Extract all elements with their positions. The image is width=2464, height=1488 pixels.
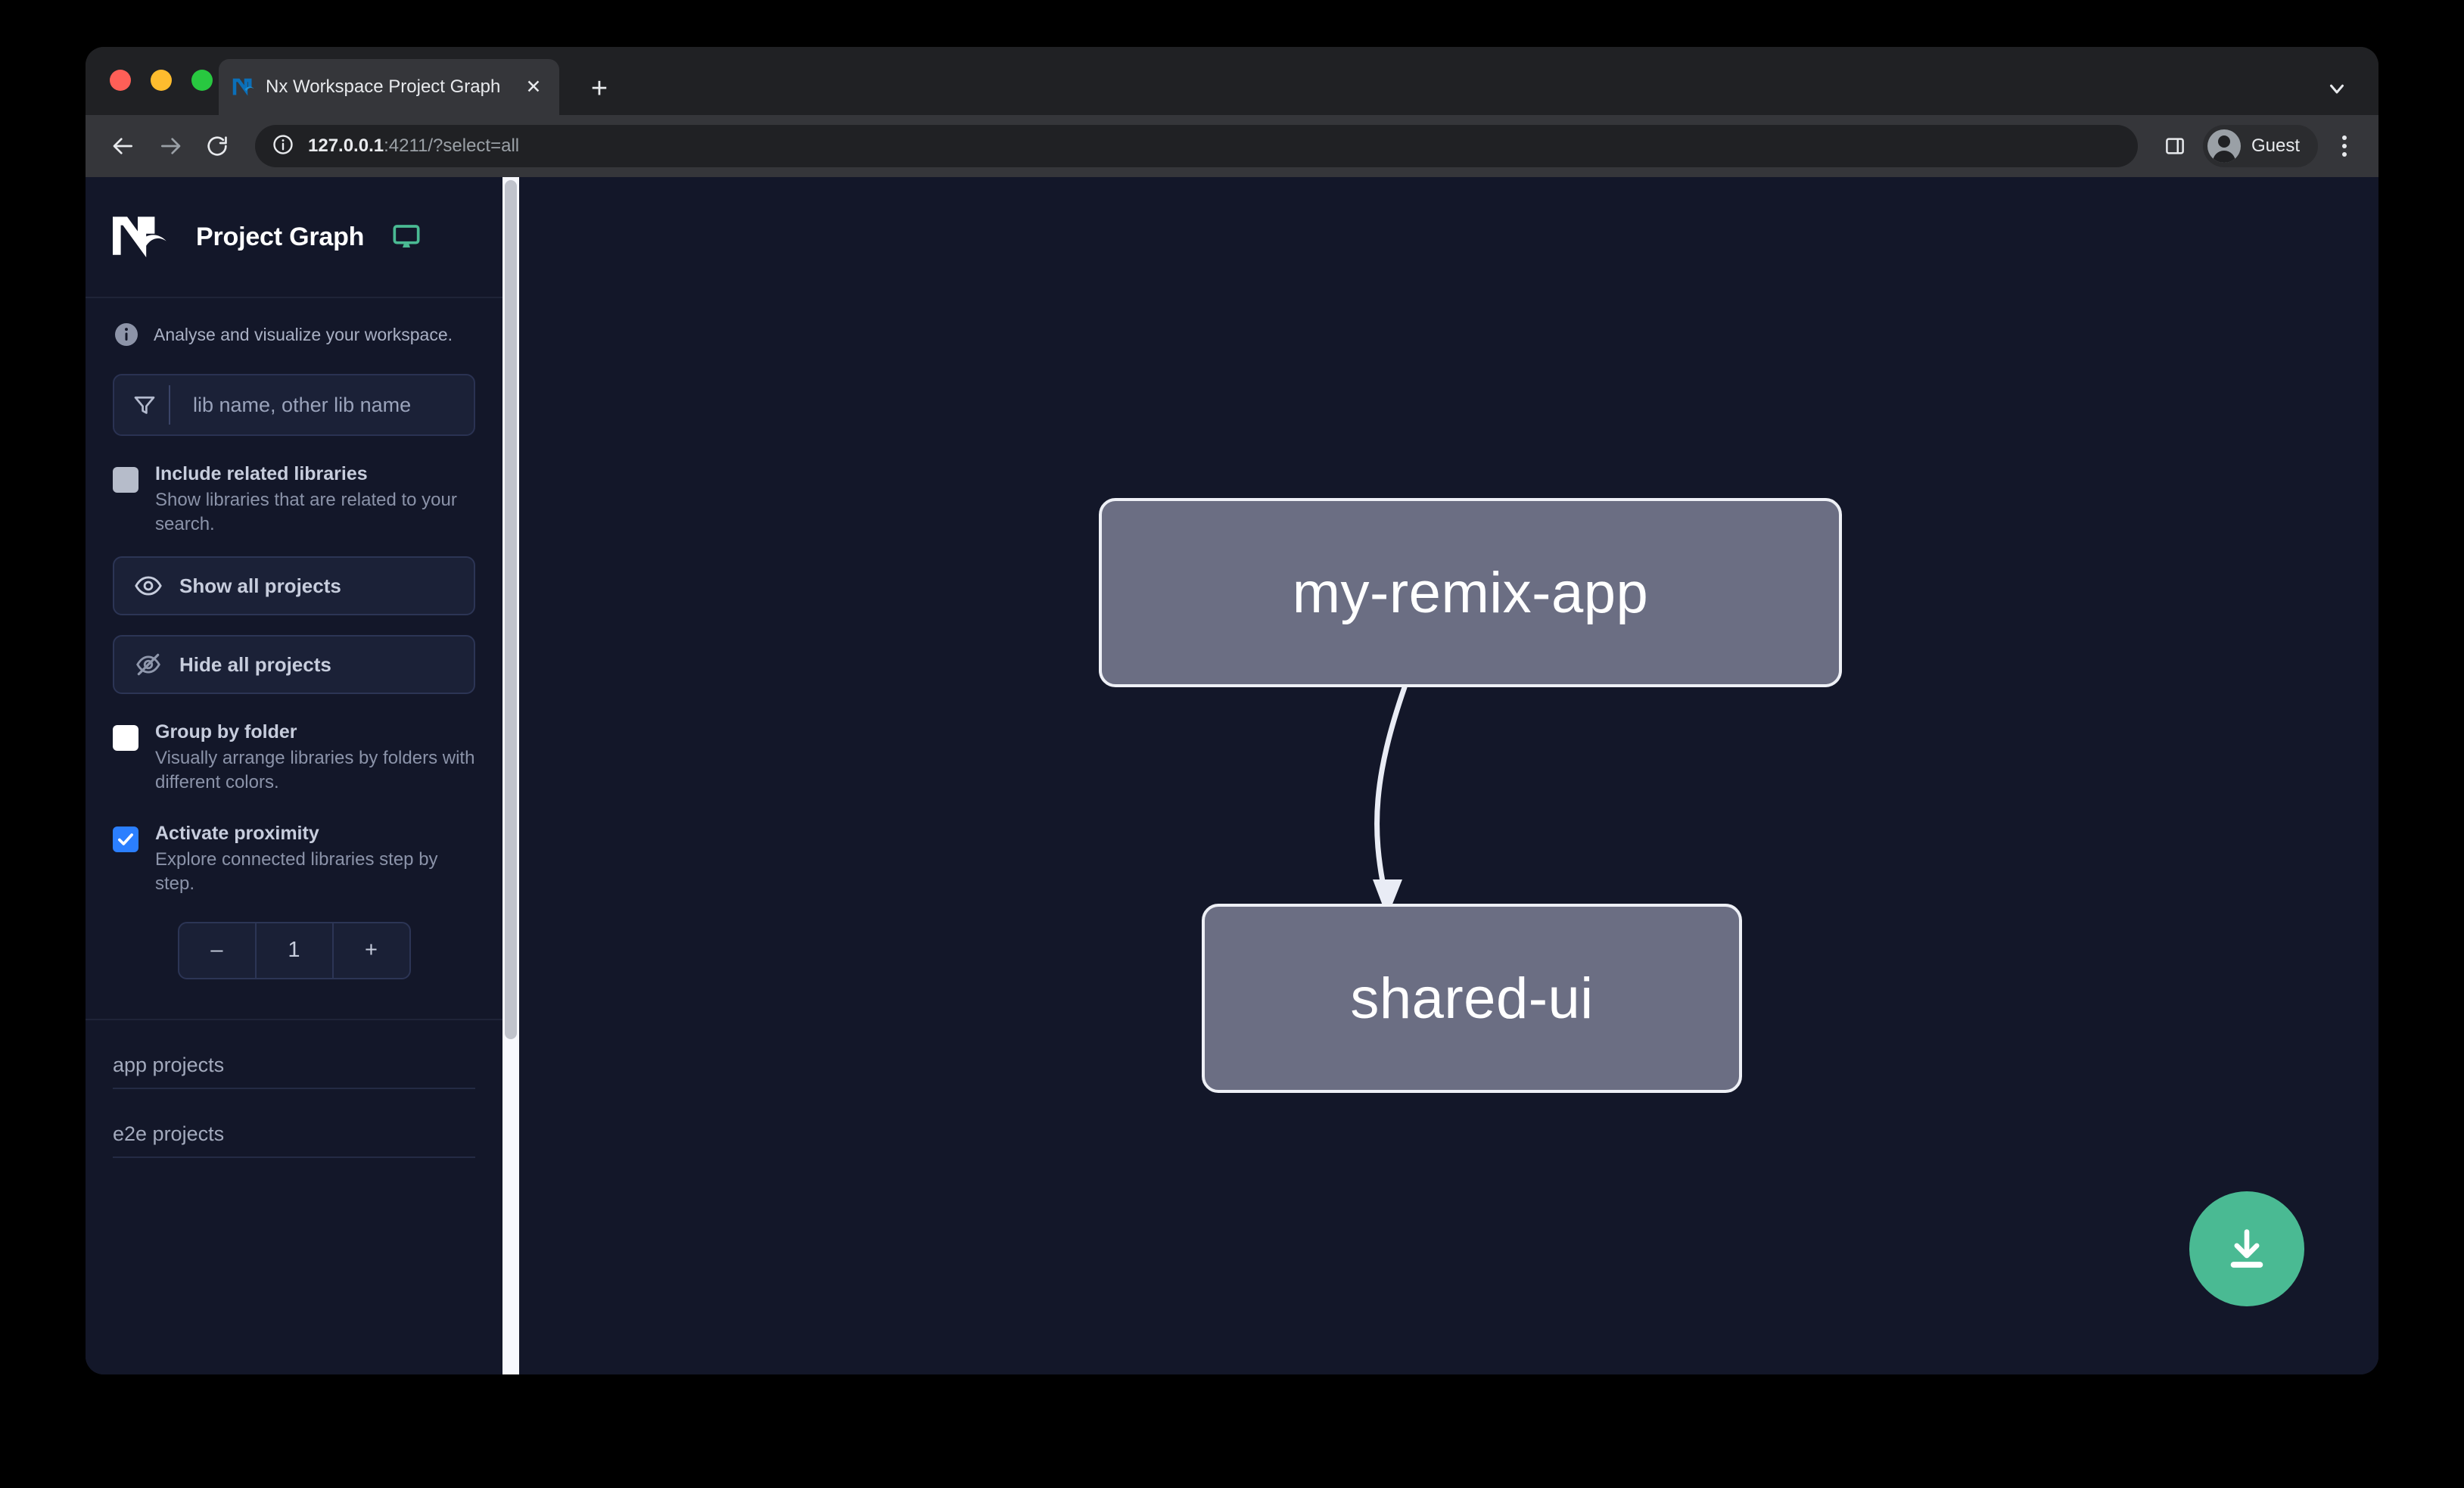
back-arrow-icon[interactable]	[102, 125, 145, 167]
option-label: Group by folder	[155, 721, 297, 743]
show-all-projects-label: Show all projects	[179, 574, 341, 597]
new-tab-button[interactable]: +	[590, 73, 608, 104]
proximity-value: 1	[254, 923, 334, 978]
graph-node-label: shared-ui	[1350, 966, 1594, 1031]
option-description: Explore connected libraries step by step…	[155, 848, 438, 894]
close-window-button[interactable]	[110, 70, 131, 91]
group-header-app-projects[interactable]: app projects	[113, 1020, 475, 1089]
graph-node-shared-ui[interactable]: shared-ui	[1202, 904, 1742, 1093]
reload-icon[interactable]	[196, 125, 238, 167]
show-all-projects-button[interactable]: Show all projects	[113, 556, 475, 616]
url-path: :4211/?select=all	[384, 135, 520, 156]
option-description: Show libraries that are related to your …	[155, 490, 457, 535]
hide-all-projects-button[interactable]: Hide all projects	[113, 635, 475, 695]
browser-window: Nx Workspace Project Graph ✕ +	[86, 47, 2378, 1374]
maximize-window-button[interactable]	[191, 70, 213, 91]
chevron-down-icon[interactable]	[2319, 71, 2354, 106]
filter-divider	[169, 385, 170, 425]
tab-strip: Nx Workspace Project Graph ✕ +	[86, 47, 2378, 115]
search-input-placeholder: lib name, other lib name	[193, 393, 412, 416]
include-related-libraries-checkbox[interactable]	[113, 467, 138, 493]
sidebar-controls: lib name, other lib name Include related…	[86, 348, 502, 979]
window-traffic-lights	[110, 70, 213, 91]
sidebar-scrollbar[interactable]	[502, 177, 519, 1374]
sidebar-note-text: Analyse and visualize your workspace.	[154, 324, 453, 344]
toolbar-right-actions: Guest	[2156, 125, 2362, 167]
graph-node-label: my-remix-app	[1292, 560, 1649, 625]
address-bar[interactable]: 127.0.0.1:4211/?select=all	[255, 125, 2138, 167]
hide-all-projects-label: Hide all projects	[179, 652, 331, 676]
option-activate-proximity[interactable]: Activate proximity Explore connected lib…	[113, 823, 475, 896]
info-circle-icon[interactable]	[272, 133, 294, 160]
option-label: Activate proximity	[155, 822, 319, 844]
option-label: Include related libraries	[155, 463, 368, 484]
proximity-decrement-button[interactable]: –	[210, 938, 223, 963]
page-content: Project Graph Analyse and visual	[86, 177, 2378, 1374]
proximity-stepper: – 1 +	[177, 921, 411, 979]
avatar-icon	[2207, 129, 2241, 163]
forward-arrow-icon[interactable]	[149, 125, 191, 167]
nx-logo-icon	[112, 216, 173, 258]
graph-node-my-remix-app[interactable]: my-remix-app	[1099, 498, 1842, 687]
browser-toolbar: 127.0.0.1:4211/?select=all Guest	[86, 115, 2378, 177]
kebab-menu-icon[interactable]	[2327, 125, 2362, 167]
eye-icon	[134, 571, 163, 600]
download-graph-button[interactable]	[2189, 1191, 2304, 1306]
option-description: Visually arrange libraries by folders wi…	[155, 748, 475, 793]
sidebar: Project Graph Analyse and visual	[86, 177, 502, 1374]
profile-button[interactable]: Guest	[2202, 125, 2318, 167]
proximity-increment-button[interactable]: +	[365, 938, 378, 963]
nx-logo-icon	[232, 76, 255, 98]
minimize-window-button[interactable]	[151, 70, 172, 91]
funnel-icon	[131, 391, 158, 419]
group-header-e2e-projects[interactable]: e2e projects	[113, 1089, 475, 1158]
monitor-icon[interactable]	[391, 222, 422, 252]
edge-my-remix-app-to-shared-ui	[1374, 684, 1408, 899]
project-groups: app projects e2e projects	[86, 1020, 502, 1158]
sidebar-scrollbar-thumb[interactable]	[505, 180, 517, 1039]
eye-slash-icon	[134, 650, 163, 679]
graph-edge-layer	[1373, 684, 1408, 917]
activate-proximity-checkbox[interactable]	[113, 826, 138, 852]
tab-title: Nx Workspace Project Graph	[266, 76, 501, 97]
search-input[interactable]: lib name, other lib name	[113, 374, 475, 436]
url-host: 127.0.0.1	[308, 135, 384, 156]
address-bar-url: 127.0.0.1:4211/?select=all	[308, 135, 519, 157]
page-title: Project Graph	[196, 222, 365, 251]
side-panel-icon[interactable]	[2156, 127, 2194, 165]
project-graph-canvas[interactable]: my-remix-app shared-ui	[519, 177, 2378, 1374]
close-tab-button[interactable]: ✕	[525, 76, 542, 98]
sidebar-note: Analyse and visualize your workspace.	[86, 298, 502, 348]
group-by-folder-checkbox[interactable]	[113, 725, 138, 752]
sidebar-divider	[86, 1018, 502, 1020]
profile-label: Guest	[2251, 135, 2300, 156]
sidebar-header: Project Graph	[86, 177, 502, 298]
info-icon	[113, 321, 140, 348]
option-group-by-folder[interactable]: Group by folder Visually arrange librari…	[113, 721, 475, 795]
browser-tab[interactable]: Nx Workspace Project Graph ✕	[219, 59, 559, 115]
option-include-related-libraries[interactable]: Include related libraries Show libraries…	[113, 463, 475, 537]
